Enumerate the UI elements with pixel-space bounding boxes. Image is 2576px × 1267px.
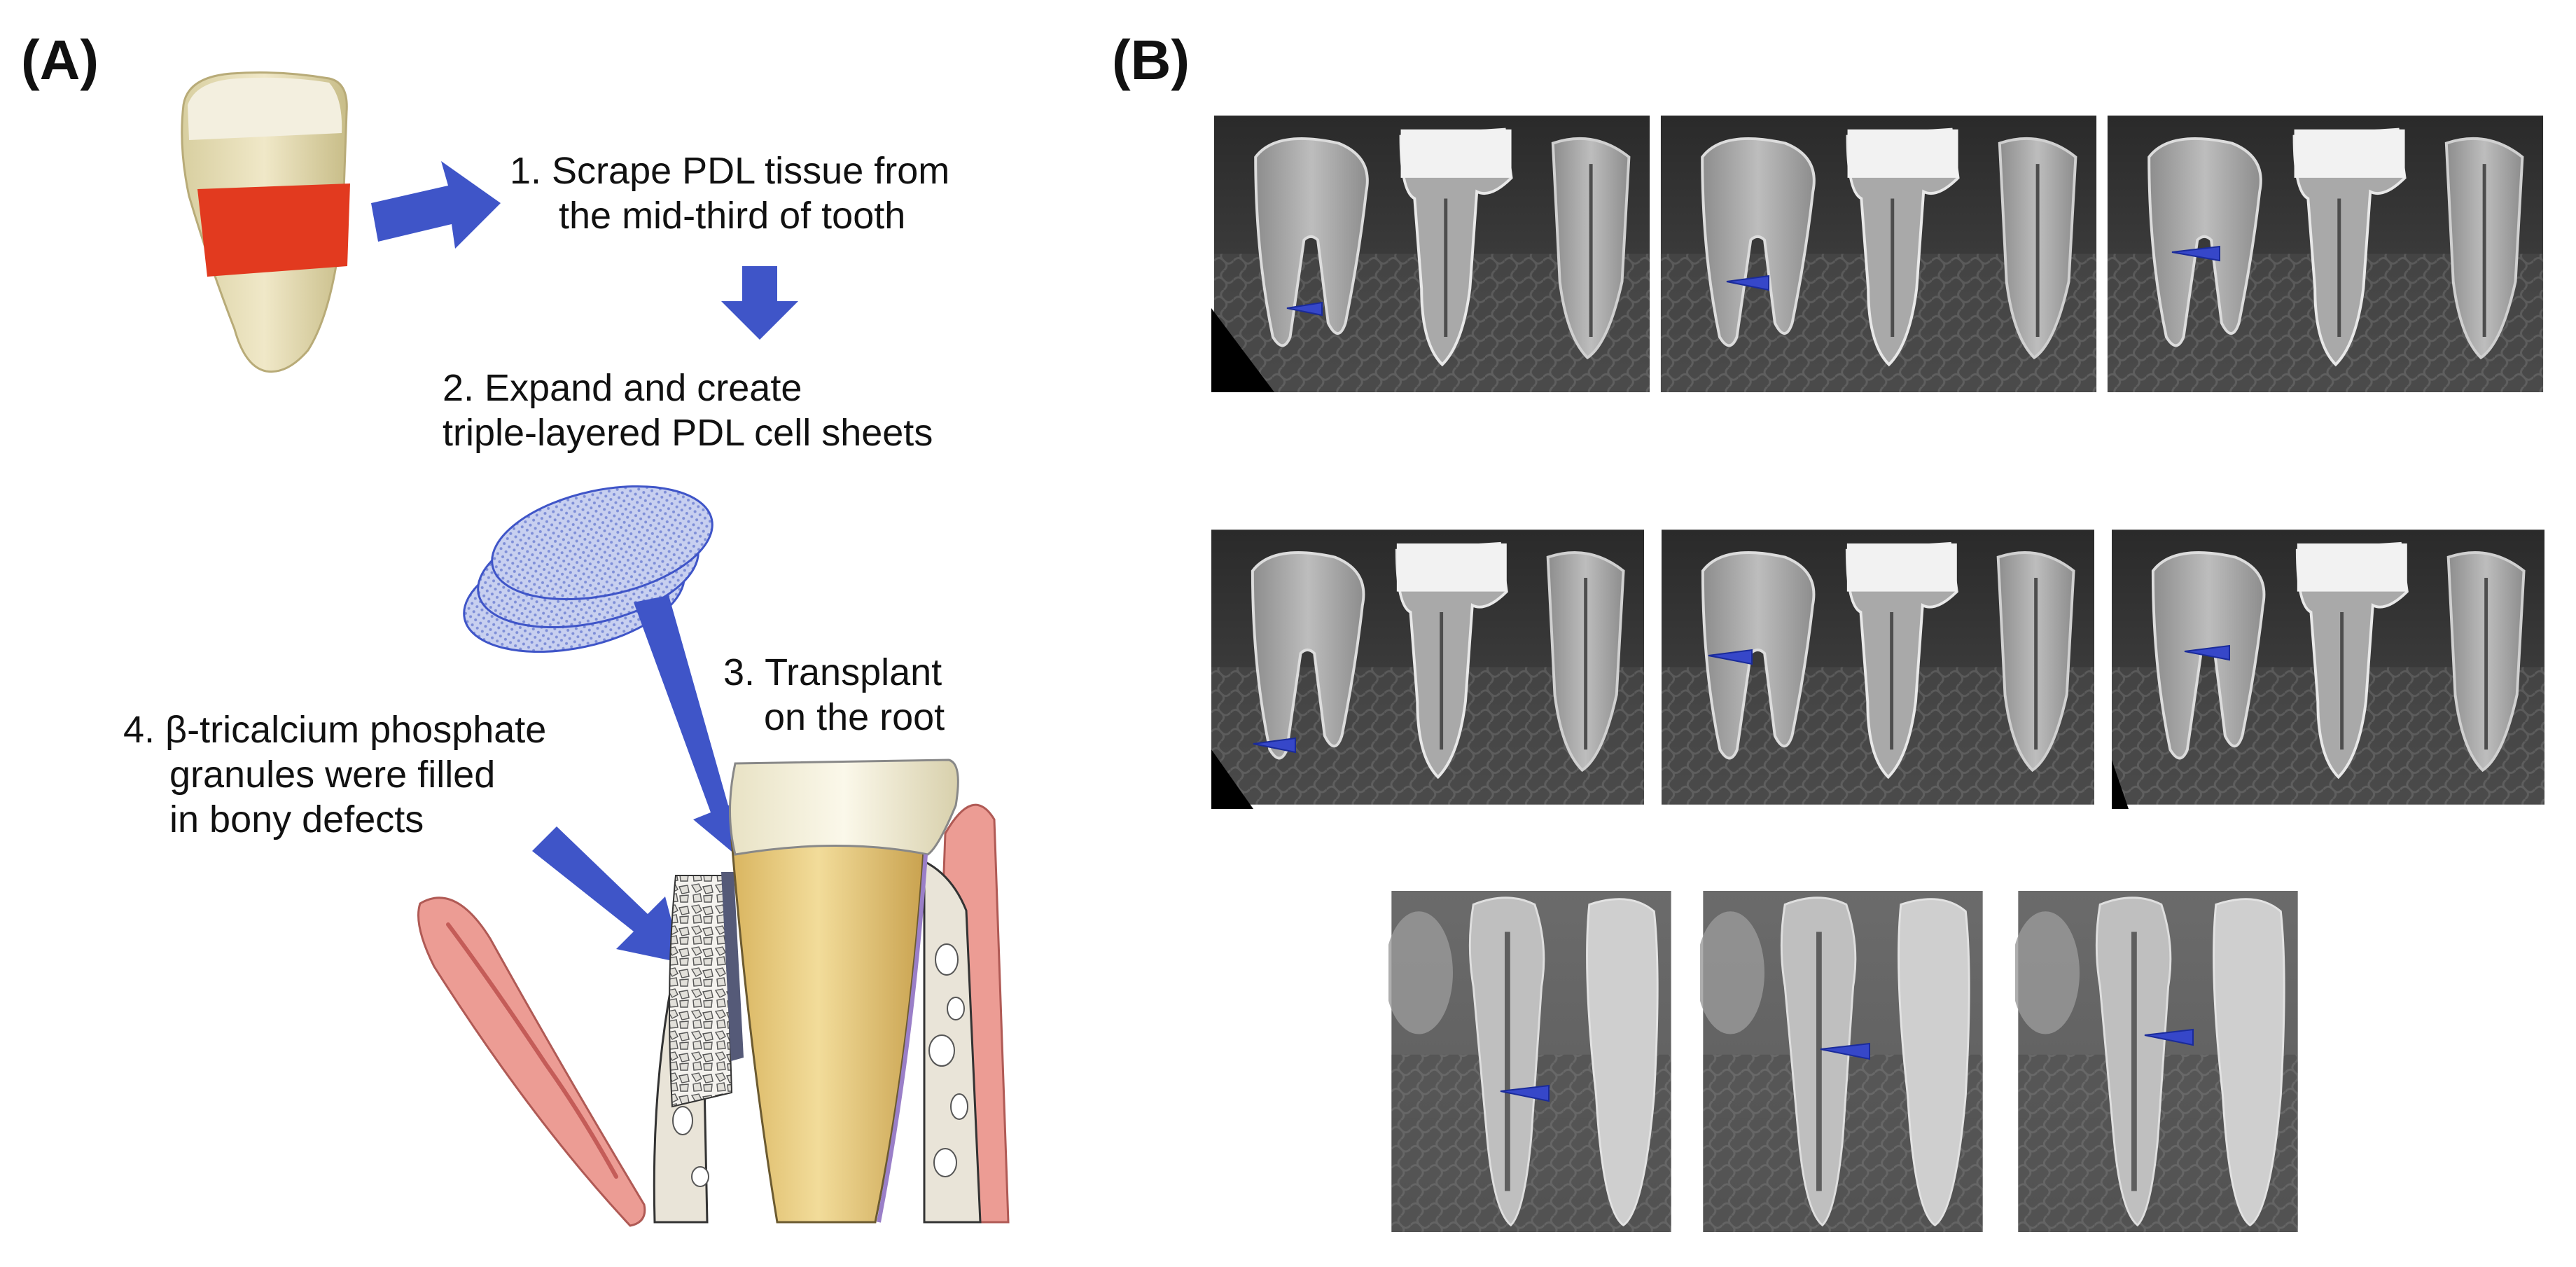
periapical-2 [1697,891,1983,1232]
step2-line2: triple-layered PDL cell sheets [443,412,933,454]
step3-text: 3. Transplant on the root [723,650,945,740]
cbct-upper-2 [1661,116,2096,392]
pdl-band-highlight [197,184,350,277]
cbct-middle-1 [1211,529,1644,804]
step1-line2: the mid-third of tooth [559,195,906,237]
arrow-step3 [634,595,749,854]
panel-b-label: (B) [1112,29,1190,91]
marker-periapical-2 [1820,1042,1870,1060]
marker-cbct-middle-2 [1708,649,1753,665]
marker-cbct-upper-3 [2171,245,2220,262]
extracted-tooth-photo [181,71,350,373]
step4-line1: 4. β-tricalcium phosphate [123,709,547,751]
arrow-step4 [532,826,683,963]
step4-line3: in bony defects [169,798,424,840]
arrowhead-markers [1253,245,2230,1102]
periodontal-illustration [417,759,1010,1227]
marker-periapical-1 [1500,1084,1550,1102]
marker-cbct-middle-1 [1253,737,1296,754]
step3-line2: on the root [764,696,945,738]
panel-a-label: (A) [21,29,99,91]
step1-text: 1. Scrape PDL tissue from the mid-third … [510,148,949,238]
cbct-middle-2 [1662,529,2094,804]
periapical-1 [1385,891,1671,1232]
marker-cbct-upper-2 [1726,275,1769,291]
step1-line1: 1. Scrape PDL tissue from [510,150,950,192]
cell-sheets-icon [463,485,713,653]
cbct-upper-1 [1214,116,1650,392]
step2-text: 2. Expand and create triple-layered PDL … [443,366,933,455]
marker-cbct-middle-3 [2184,644,2230,661]
marker-periapical-3 [2144,1028,2194,1046]
step4-text: 4. β-tricalcium phosphate granules were … [123,707,546,842]
cbct-middle-3 [2112,529,2544,804]
panel-a-illustration [181,71,1010,1227]
arrow-step2 [721,266,798,340]
step4-line2: granules were filled [169,754,496,796]
cbct-upper-3 [2108,116,2543,392]
periapical-3 [2012,891,2298,1232]
arrow-step1 [371,161,501,249]
step2-line1: 2. Expand and create [443,367,802,409]
marker-cbct-upper-1 [1286,301,1323,317]
step3-line1: 3. Transplant [723,651,942,693]
